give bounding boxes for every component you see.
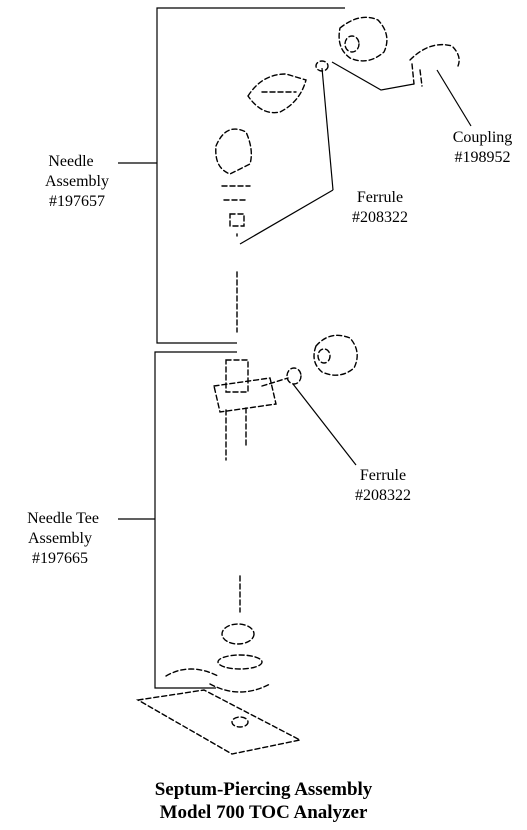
ferrule-top-name: Ferrule	[356, 189, 404, 206]
ferrule-bottom-leader	[292, 383, 357, 466]
coupling-name: Coupling	[452, 129, 513, 146]
needle-tee-part: #197665	[32, 550, 88, 567]
needle-assembly-name: Needle	[48, 153, 94, 170]
caption-line1: Septum-Piercing Assembly	[154, 779, 373, 800]
coupling-drawing	[409, 43, 460, 87]
needle-assembly-part: #197657	[49, 193, 105, 210]
ferrule-top-leader-2	[321, 67, 334, 191]
septum-nut-drawing	[165, 623, 271, 693]
needle-tee-label: Needle Tee Assembly #197665	[0, 509, 120, 569]
ferrule-top-label: Ferrule #208322	[335, 188, 425, 228]
needle-assembly-label: Needle Assembly #197657	[27, 152, 127, 212]
ferrule-bottom-part: #208322	[355, 487, 411, 504]
top-ferrule-drawing	[315, 60, 329, 72]
coupling-leader-1	[331, 61, 415, 91]
needle-tee-body-drawing	[213, 359, 289, 461]
tee-nut-drawing	[313, 334, 358, 376]
caption-line2: Model 700 TOC Analyzer	[159, 802, 368, 823]
base-plate-drawing	[135, 689, 303, 755]
needle-body-drawing	[215, 128, 253, 237]
ferrule-bottom-label: Ferrule #208322	[338, 466, 428, 506]
elbow-fitting-drawing	[247, 73, 307, 114]
needle-tee-name: Needle Tee	[27, 510, 99, 527]
coupling-label: Coupling #198952	[438, 128, 527, 168]
ferrule-top-part: #208322	[352, 209, 408, 226]
coupling-part: #198952	[454, 149, 511, 166]
top-nut-drawing	[338, 16, 388, 62]
ferrule-bottom-name: Ferrule	[359, 467, 407, 484]
needle-assembly-bracket	[156, 7, 345, 344]
tee-ferrule-drawing	[286, 367, 302, 385]
ferrule-top-leader-1	[239, 189, 334, 245]
needle-tee-bracket	[154, 351, 237, 689]
needle-tee-line2: Assembly	[28, 530, 92, 547]
coupling-leader-2	[436, 69, 472, 127]
needle-assembly-line2: Assembly	[45, 173, 109, 190]
